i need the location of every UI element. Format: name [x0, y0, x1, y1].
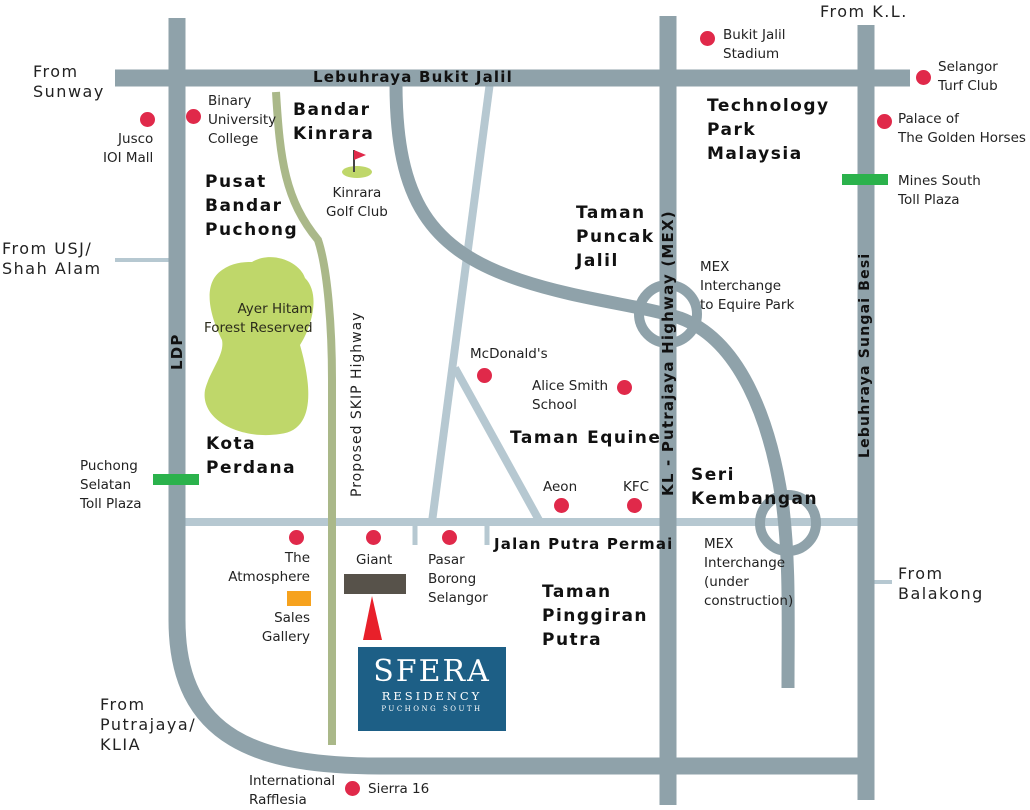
label-mines-toll: Mines South Toll Plaza	[898, 173, 981, 208]
road-label-putra-permai: Jalan Putra Permai	[494, 535, 674, 553]
logo-subtitle: RESIDENCY	[381, 689, 483, 703]
sales-gallery-marker	[287, 591, 311, 606]
direction-balakong: From Balakong	[898, 564, 984, 603]
logo-tagline: PUCHONG SOUTH	[381, 705, 483, 713]
road-label-bukit-jalil: Lebuhraya Bukit Jalil	[313, 68, 513, 86]
poi-dot-alice-smith	[617, 380, 632, 395]
road-label-mex: KL - Putrajaya Highway (MEX)	[659, 210, 677, 496]
sfera-residency-logo: SFERA RESIDENCY PUCHONG SOUTH	[358, 647, 506, 731]
road-inner-north-south	[428, 81, 494, 523]
label-selangor-turf: Selangor Turf Club	[938, 59, 998, 94]
poi-dot-pasar	[442, 530, 457, 545]
poi-dot-mcdonalds	[477, 368, 492, 383]
label-binary: Binary University College	[208, 93, 277, 147]
poi-dot-aeon	[554, 498, 569, 513]
golf-flag-icon	[354, 150, 366, 160]
label-alice-smith: Alice Smith School	[532, 378, 609, 413]
giant-building	[344, 574, 406, 594]
road-ldp	[168, 18, 858, 775]
label-sierra: Sierra 16	[368, 781, 430, 797]
label-bukit-jalil-stadium: Bukit Jalil Stadium	[723, 27, 786, 62]
label-kinrara-golf: Kinrara Golf Club	[326, 185, 388, 220]
road-label-ldp: LDP	[168, 333, 186, 370]
road-label-skip: Proposed SKIP Highway	[349, 311, 365, 498]
poi-dot-sierra	[345, 781, 360, 796]
golf-green	[342, 166, 372, 178]
area-taman-equine: Taman Equine	[510, 428, 662, 448]
area-technology-park: Technology Park Malaysia	[707, 96, 830, 164]
label-mcdonalds: McDonald's	[470, 346, 548, 362]
mex-seri-kembangan-interchange	[755, 490, 821, 556]
label-sales-gallery: Sales Gallery	[261, 610, 310, 645]
toll-mines-south	[842, 174, 888, 185]
poi-dot-giant	[366, 530, 381, 545]
mex-equire-interchange	[634, 280, 702, 348]
label-mex-construction: MEX Interchange (under construction)	[704, 536, 794, 609]
area-taman-pinggiran-putra: Taman Pinggiran Putra	[542, 582, 649, 650]
area-seri-kembangan: Seri Kembangan	[691, 465, 819, 509]
road-mcdonalds-link	[451, 366, 544, 524]
direction-usj: From USJ/ Shah Alam	[2, 239, 102, 278]
direction-putrajaya: From Putrajaya/ KLIA	[100, 695, 197, 754]
label-atmosphere: The Atmosphere	[228, 550, 310, 585]
road-skip-highway	[272, 91, 336, 745]
ayer-hitam-forest	[204, 257, 314, 436]
poi-dot-palace	[877, 114, 892, 129]
poi-dot-jusco	[140, 112, 155, 127]
label-kfc: KFC	[623, 479, 650, 495]
label-mex-equire: MEX Interchange to Equire Park	[700, 259, 795, 313]
label-forest: Ayer Hitam Forest Reserved	[204, 301, 313, 336]
poi-dot-selangor-turf	[916, 70, 931, 85]
direction-kl: From K.L.	[820, 2, 908, 21]
poi-dot-binary	[186, 109, 201, 124]
area-bandar-kinrara: Bandar Kinrara	[293, 100, 375, 144]
logo-title: SFERA	[373, 654, 491, 689]
label-puchong-toll: Puchong Selatan Toll Plaza	[80, 458, 142, 512]
toll-puchong-selatan	[153, 474, 199, 485]
location-marker-icon	[363, 596, 382, 640]
poi-dot-bukit-jalil-stadium	[700, 31, 715, 46]
label-giant: Giant	[356, 552, 393, 568]
area-pusat-bandar-puchong: Pusat Bandar Puchong	[205, 172, 299, 240]
poi-dot-atmosphere	[289, 530, 304, 545]
area-kota-perdana: Kota Perdana	[206, 434, 297, 478]
label-pasar: Pasar Borong Selangor	[428, 552, 488, 606]
label-aeon: Aeon	[543, 479, 578, 495]
label-palace: Palace of The Golden Horses	[898, 111, 1026, 146]
road-label-sungai-besi: Lebuhraya Sungai Besi	[857, 252, 873, 458]
direction-sunway: From Sunway	[33, 62, 105, 101]
area-taman-puncak-jalil: Taman Puncak Jalil	[576, 203, 655, 271]
label-jusco: Jusco IOI Mall	[103, 131, 154, 166]
poi-dot-kfc	[627, 498, 642, 513]
label-international: International Rafflesia	[249, 773, 336, 808]
